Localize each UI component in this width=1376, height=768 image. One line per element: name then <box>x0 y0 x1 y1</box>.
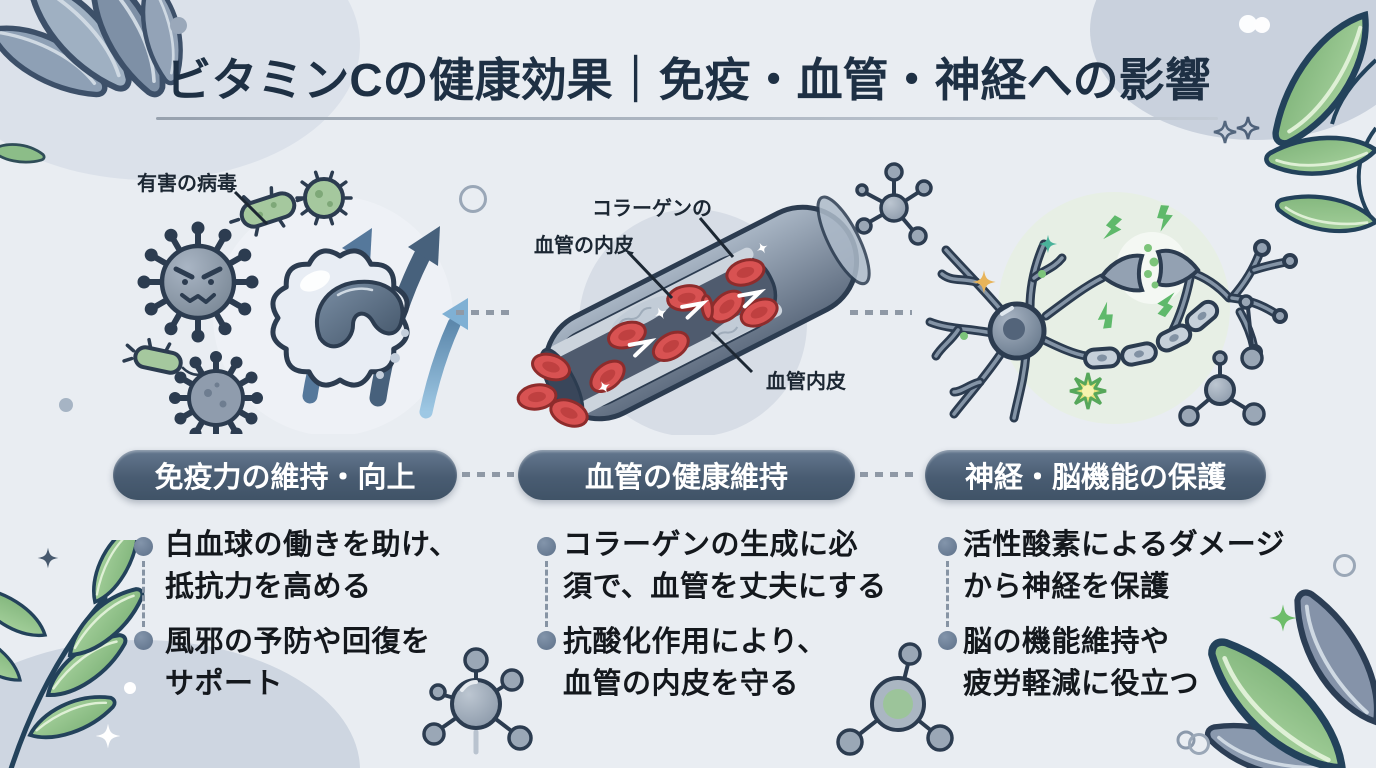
bullet-dot <box>134 631 153 650</box>
page-title: ビタミンCの健康効果｜免疫・血管・神経への影響 <box>165 54 1211 106</box>
sparkle-icon <box>972 270 996 294</box>
pill-connector <box>462 472 514 477</box>
bullet-connector <box>946 561 949 627</box>
synapse-receptor <box>1155 248 1201 288</box>
vitamin-molecule-icon <box>422 647 533 755</box>
white-blood-cell-icon <box>270 248 410 388</box>
sparkle-icon <box>1269 604 1297 632</box>
illustration-connector <box>850 310 912 315</box>
sparkle-icon <box>1235 115 1261 141</box>
nerve-bullet-2: 脳の機能維持や 疲労軽減に役立つ <box>963 626 1200 701</box>
bullet-dot <box>537 631 556 650</box>
immunity-boost-arrow <box>419 317 461 419</box>
neurotransmitter-dots <box>1144 244 1159 289</box>
immunity-bullet-2: 風邪の予防や回復を サポート <box>165 626 431 701</box>
endothelium-label-2: 血管内皮 <box>766 371 846 393</box>
leaf-cluster-top-right <box>1212 0 1376 265</box>
spark-burst <box>1069 372 1107 410</box>
sparkle-icon <box>37 547 59 569</box>
collagen-label: コラーゲンの <box>592 198 712 220</box>
molecule-icon <box>855 162 933 246</box>
myelin-sheath <box>1083 299 1220 370</box>
pill-blood-vessel: 血管の健康維持 <box>518 450 855 500</box>
bullet-dot <box>938 631 957 650</box>
deco-ring <box>1333 554 1356 577</box>
virus-icon <box>141 225 256 340</box>
bullet-dot <box>537 537 556 556</box>
deco-dot <box>59 398 73 412</box>
molecule-chain <box>1238 294 1264 370</box>
vessel-bullet-2: 抗酸化作用により、 血管の内皮を守る <box>563 626 827 701</box>
pill-connector <box>860 472 920 477</box>
deco-dot <box>170 17 187 34</box>
molecule-icon <box>1178 350 1266 427</box>
virus-icon <box>295 170 353 226</box>
blood-vessel-illustration <box>515 195 871 435</box>
label-pointer-line <box>233 190 269 226</box>
endothelium-label: 血管の内皮 <box>534 235 634 257</box>
flow-arrows <box>627 288 767 358</box>
sparkle-icon <box>95 723 121 749</box>
axon-terminal <box>1099 253 1145 293</box>
neuron-illustration <box>925 192 1298 427</box>
virus-icon <box>172 354 260 434</box>
leaf-branch-bottom-left <box>0 540 156 768</box>
pill-immunity: 免疫力の維持・向上 <box>113 450 457 500</box>
bacteria-icon <box>229 186 307 237</box>
nerve-bullet-1: 活性酸素によるダメージ から神経を保護 <box>963 529 1286 604</box>
label-pointer-line <box>626 217 754 374</box>
title-underline <box>156 117 1218 120</box>
vessel-bullet-1: コラーゲンの生成に必 須で、血管を丈夫にする <box>563 529 887 604</box>
bullet-dot <box>134 537 153 556</box>
vitamin-molecule-icon <box>836 642 954 756</box>
deco-dot <box>1254 17 1270 33</box>
immunity-bullet-1: 白血球の働きを助け、 抵抗力を高める <box>165 529 459 604</box>
bullet-connector <box>142 561 145 627</box>
deco-ring <box>459 185 487 213</box>
illustration-connector <box>456 310 514 315</box>
bullet-connector <box>545 561 548 627</box>
pathogen-label: 有害の病毒 <box>137 173 237 195</box>
deco-dot <box>124 682 136 694</box>
bullet-dot <box>938 537 957 556</box>
pill-nerve-brain: 神経・脳機能の保護 <box>925 450 1266 500</box>
immune-illustration <box>122 170 468 434</box>
deco-ring <box>1188 733 1210 755</box>
cell-nucleus <box>314 279 405 349</box>
